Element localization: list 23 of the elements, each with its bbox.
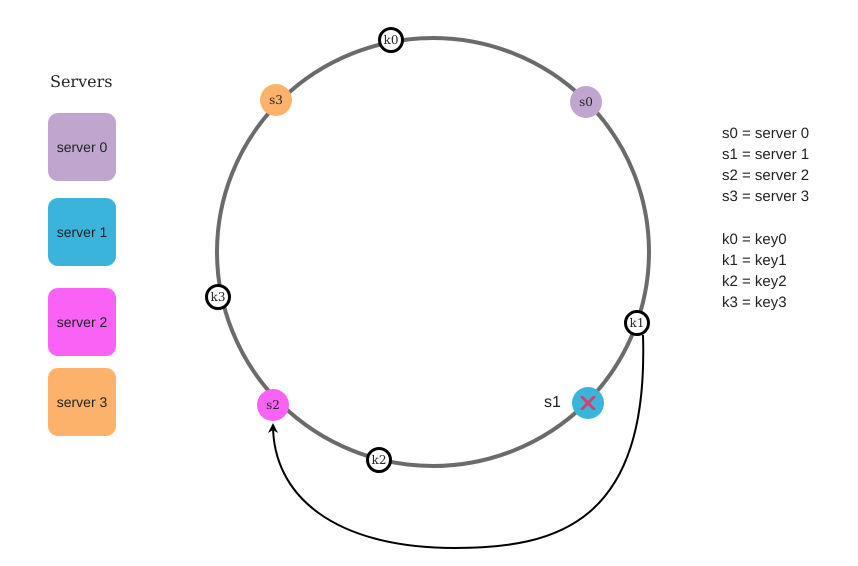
definition-text: s1 = server 1 xyxy=(722,147,810,162)
server-node: s0 xyxy=(570,86,602,118)
definition-text: k1 = key1 xyxy=(722,253,787,268)
server-box: server 3 xyxy=(48,368,116,436)
definition-text: s0 = server 0 xyxy=(722,126,810,141)
server-node: s2 xyxy=(257,389,289,421)
definition-text: k0 = key0 xyxy=(722,232,787,247)
key-node: k3 xyxy=(205,284,231,310)
server-label: s1 xyxy=(544,395,561,411)
server-node xyxy=(572,387,604,419)
definition-text: s2 = server 2 xyxy=(722,168,810,183)
definition-text: k2 = key2 xyxy=(722,274,787,289)
key-node: k1 xyxy=(624,310,650,336)
curved-arrow xyxy=(268,334,644,549)
server-box: server 1 xyxy=(48,198,116,266)
server-box: server 2 xyxy=(48,288,116,356)
key-node: k0 xyxy=(378,27,404,53)
server-node: s3 xyxy=(260,84,292,116)
key-node: k2 xyxy=(366,447,392,473)
server-box: server 0 xyxy=(48,113,116,181)
definition-text: s3 = server 3 xyxy=(722,189,810,204)
legend-heading: Servers xyxy=(50,74,112,90)
definition-text: k3 = key3 xyxy=(722,295,787,310)
